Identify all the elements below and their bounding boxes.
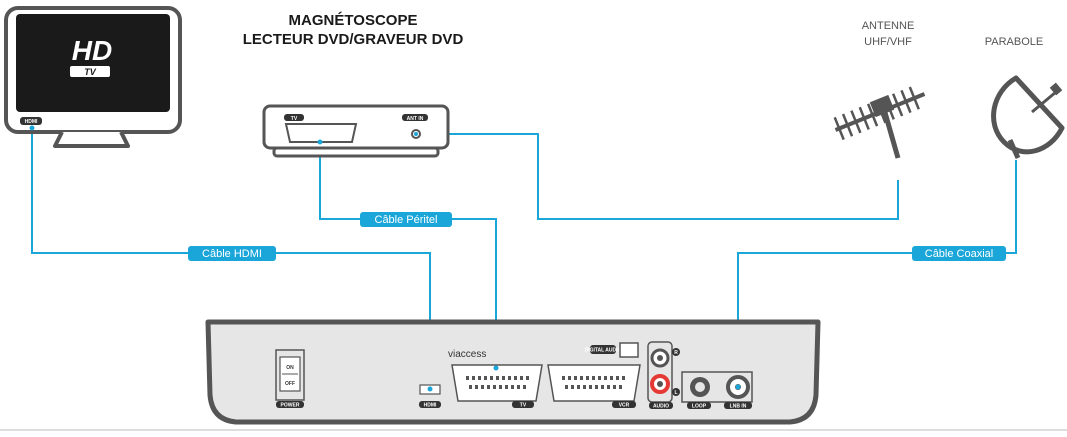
antenna-icon <box>833 86 926 159</box>
cable-label-peritel: Câble Péritel <box>375 214 438 226</box>
dish-reflector <box>991 75 1065 155</box>
hd-tv: HD TV HDMI <box>4 6 182 148</box>
cable-label-hdmi-group: Câble HDMI <box>188 246 276 261</box>
audio-r-badge <box>672 348 680 356</box>
cable-connectors <box>29 125 741 392</box>
dish-label: PARABOLE <box>985 36 1044 48</box>
power-switch-on: ON <box>286 365 294 371</box>
tv-screen <box>16 14 170 112</box>
tv-stand <box>53 131 130 148</box>
connector-receiver-tv <box>493 365 499 371</box>
cable-badge-peritel <box>360 212 452 227</box>
lnb-in-badge <box>724 402 752 409</box>
tv-logo-main: HD <box>72 35 112 66</box>
recorder-title-line2: LECTEUR DVD/GRAVEUR DVD <box>243 31 464 48</box>
receiver-hdmi-badge <box>419 401 441 408</box>
connector-recorder-tv <box>317 139 323 145</box>
digital-audio-badge <box>590 345 616 354</box>
tv-logo-sub: TV <box>84 67 96 77</box>
loop-label: LOOP <box>692 404 707 410</box>
connector-recorder-antin <box>414 132 418 136</box>
dish-mount <box>1007 138 1021 160</box>
audio-label: AUDIO <box>653 404 669 410</box>
receiver-vcr-label: VCR <box>619 403 630 409</box>
recorder-title-line1: MAGNÉTOSCOPE <box>289 12 418 29</box>
tv-hdmi-port <box>20 117 42 125</box>
recorder-tv-label: TV <box>291 116 298 122</box>
digital-audio-port <box>619 342 639 358</box>
cable-label-coaxial: Câble Coaxial <box>925 248 993 260</box>
recorder-device: TV ANT IN <box>262 104 450 158</box>
antenna-label-line2: UHF/VHF <box>864 36 912 48</box>
antenna-coax-cable <box>416 133 899 220</box>
receiver-tv-badge <box>512 401 534 408</box>
cable-label-coaxial-group: Câble Coaxial <box>912 246 1006 261</box>
recorder-antin-badge <box>402 114 428 121</box>
audio-badge <box>649 402 673 409</box>
receiver-tv-label: TV <box>520 403 527 409</box>
receiver-tv-scart-pins <box>466 376 529 389</box>
power-badge <box>276 401 304 408</box>
receiver-tv-scart <box>451 364 543 402</box>
connector-receiver-lnb <box>735 384 741 390</box>
digital-audio-label: DIGITAL AUDIO <box>585 348 622 354</box>
recorder-antin-label: ANT IN <box>407 116 424 122</box>
dish-arm <box>1031 90 1057 114</box>
tv-logo-badge <box>70 66 110 77</box>
audio-l-label: L <box>674 390 677 396</box>
recorder-tv-badge <box>284 114 304 121</box>
cable-badge-coaxial <box>912 246 1006 261</box>
audio-r-pin <box>657 355 663 361</box>
lnb-in-label: LNB IN <box>730 404 747 410</box>
power-switch-off: OFF <box>285 381 295 387</box>
power-label: POWER <box>281 403 300 409</box>
antenna-head <box>869 94 895 118</box>
dish-lnb <box>1049 82 1063 96</box>
receiver-vcr-badge <box>612 401 636 408</box>
receiver-hdmi-label: HDMI <box>424 403 437 409</box>
loop-port-center <box>695 382 705 392</box>
connector-receiver-hdmi <box>427 386 433 392</box>
connector-tv-hdmi <box>29 125 35 131</box>
cable-label-peritel-group: Câble Péritel <box>360 212 452 227</box>
recorder-base <box>272 146 440 158</box>
audio-r-label: R <box>674 350 678 356</box>
receiver-brand: viaccess <box>448 349 486 360</box>
recorder-scart-port <box>284 123 358 143</box>
satellite-dish-icon <box>991 75 1065 160</box>
receiver-vcr-scart <box>547 364 641 402</box>
cable-badge-hdmi <box>188 246 276 261</box>
audio-l-pin <box>657 381 663 387</box>
receiver-device: ON OFF POWER HDMI viaccess TV VCR DIGITA… <box>205 319 821 425</box>
tv-hdmi-label: HDMI <box>25 119 38 125</box>
audio-l-badge <box>672 388 680 396</box>
receiver-vcr-scart-pins <box>562 376 625 389</box>
loop-badge <box>687 402 711 409</box>
antenna-label-line1: ANTENNE <box>862 20 915 32</box>
cable-label-hdmi: Câble HDMI <box>202 248 262 260</box>
